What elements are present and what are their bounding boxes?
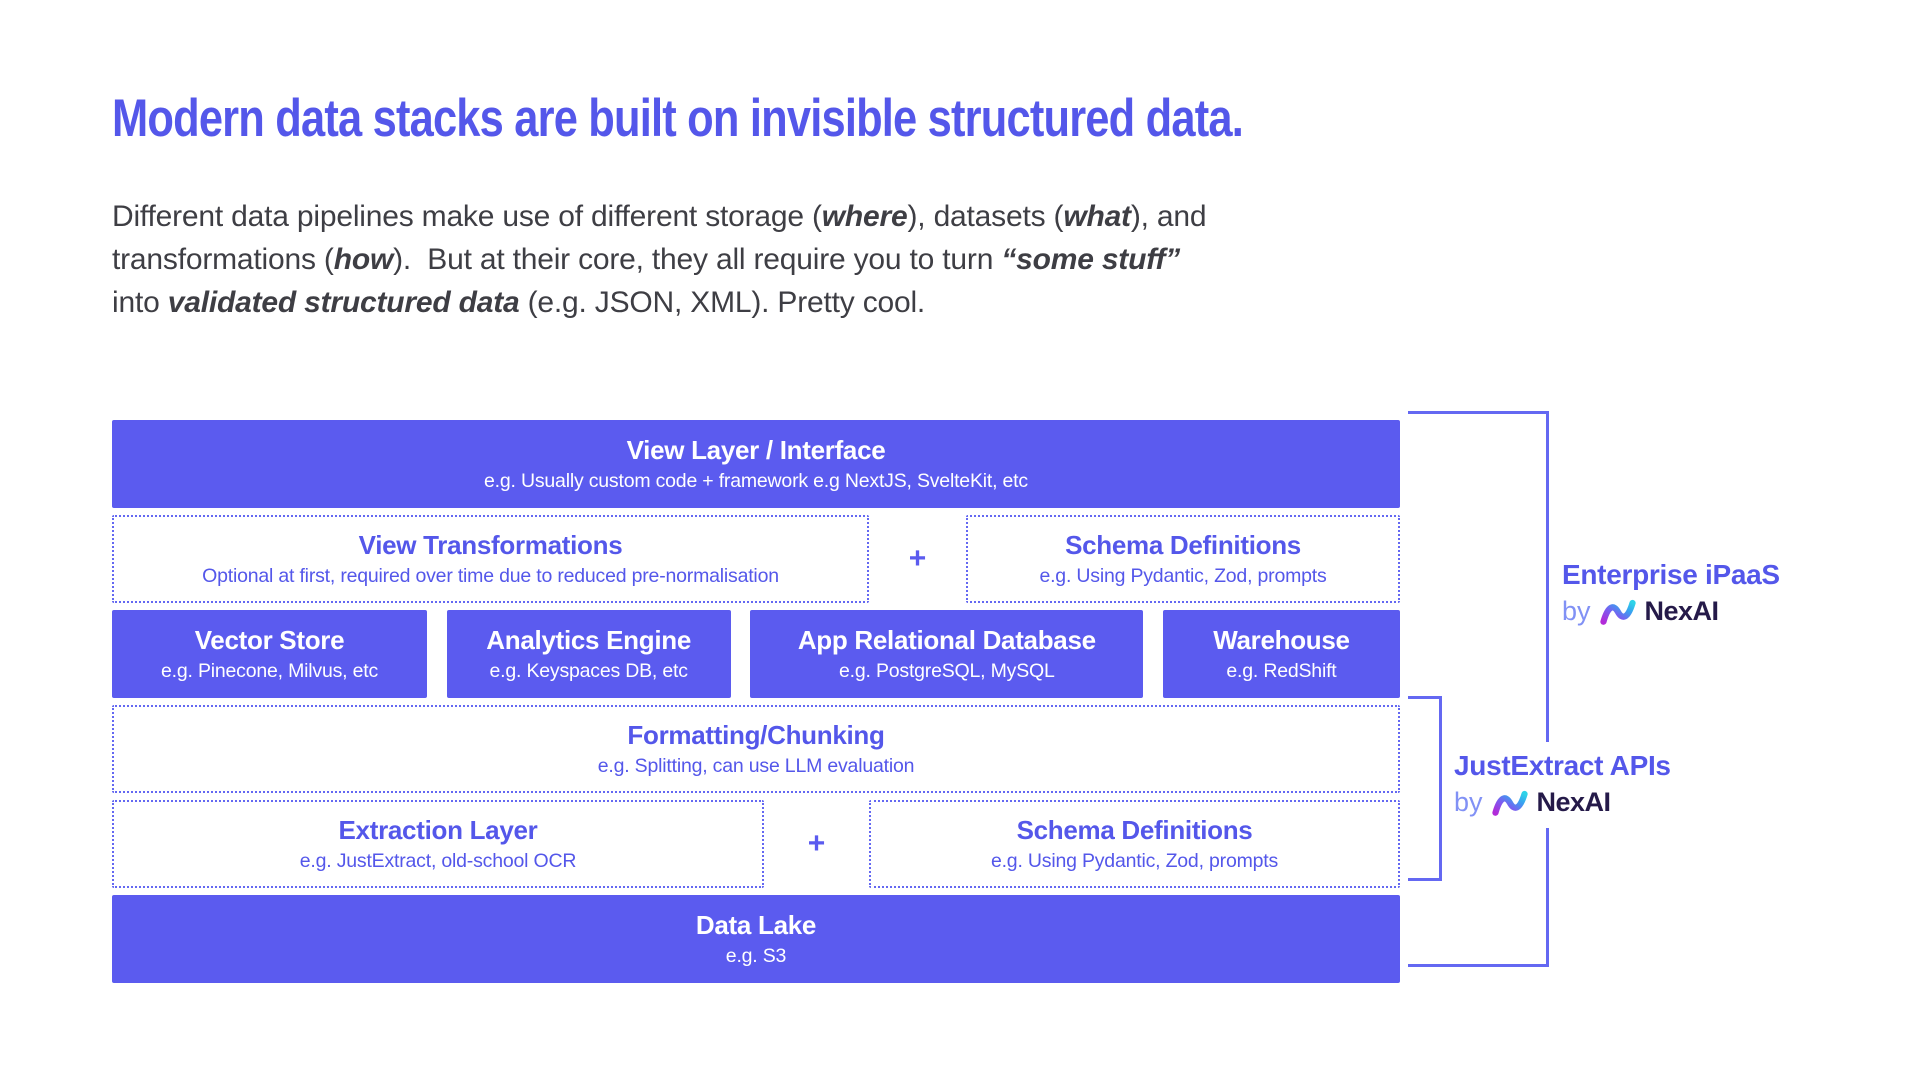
box-title: Extraction Layer xyxy=(338,815,538,845)
intro-emphasis-text: validated structured data xyxy=(167,286,520,319)
justextract-label: JustExtract APIs by NexAI xyxy=(1446,742,1685,828)
box-view-layer: View Layer / Interface e.g. Usually cust… xyxy=(112,420,1400,508)
box-subtitle: e.g. RedShift xyxy=(1226,660,1337,682)
row-view-layer: View Layer / Interface e.g. Usually cust… xyxy=(112,420,1400,508)
box-title: View Layer / Interface xyxy=(626,435,886,465)
box-schema-definitions-bottom: Schema Definitions e.g. Using Pydantic, … xyxy=(869,800,1400,888)
box-subtitle: e.g. JustExtract, old-school OCR xyxy=(299,850,577,872)
box-subtitle: e.g. Usually custom code + framework e.g… xyxy=(484,470,1028,492)
brand-text: NexAI xyxy=(1536,787,1612,817)
intro-text: Different data pipelines make use of dif… xyxy=(112,200,822,233)
intro-emphasis-text: how xyxy=(333,243,394,276)
box-app-relational-database: App Relational Database e.g. PostgreSQL,… xyxy=(750,610,1144,698)
box-title: Schema Definitions xyxy=(1065,530,1301,560)
nexai-logo-icon xyxy=(1599,599,1636,625)
enterprise-title: Enterprise iPaaS xyxy=(1562,559,1780,590)
plus-icon: + xyxy=(908,542,927,575)
intro-emphasis-text: “some stuff” xyxy=(1001,243,1181,276)
justextract-title: JustExtract APIs xyxy=(1454,750,1671,781)
nexai-logo-icon xyxy=(1491,790,1528,816)
enterprise-bracket xyxy=(1408,411,1549,967)
intro-text: ), and xyxy=(1130,200,1207,233)
box-subtitle: e.g. Using Pydantic, Zod, prompts xyxy=(1039,565,1327,587)
by-text: by xyxy=(1454,787,1483,817)
intro-text: ), datasets ( xyxy=(907,200,1064,233)
page-title-text: Modern data stacks are built on invisibl… xyxy=(112,89,1244,148)
box-title: Schema Definitions xyxy=(1016,815,1253,845)
enterprise-label: Enterprise iPaaS by NexAI xyxy=(1562,559,1780,627)
brand-text: NexAI xyxy=(1644,596,1720,626)
box-title: Analytics Engine xyxy=(486,625,691,655)
box-title: Formatting/Chunking xyxy=(627,720,885,750)
box-warehouse: Warehouse e.g. RedShift xyxy=(1162,610,1400,698)
row-view-transformations: View Transformations Optional at first, … xyxy=(112,515,1400,603)
page-title: Modern data stacks are built on invisibl… xyxy=(112,88,1491,149)
plus-separator-top: + xyxy=(869,515,966,603)
box-subtitle: e.g. Splitting, can use LLM evaluation xyxy=(597,755,915,777)
plus-separator-bottom: + xyxy=(764,800,869,888)
row-formatting-chunking: Formatting/Chunking e.g. Splitting, can … xyxy=(112,705,1400,793)
box-extraction-layer: Extraction Layer e.g. JustExtract, old-s… xyxy=(112,800,764,888)
box-title: Warehouse xyxy=(1213,625,1350,655)
by-text: by xyxy=(1562,596,1591,626)
row-storage-engines: Vector Store e.g. Pinecone, Milvus, etc … xyxy=(112,610,1400,698)
intro-text: ). But at their core, they all require y… xyxy=(393,243,1002,276)
intro-text: transformations ( xyxy=(112,243,334,276)
intro-text: into xyxy=(112,286,168,319)
box-subtitle: e.g. S3 xyxy=(725,945,787,967)
data-stack-diagram: View Layer / Interface e.g. Usually cust… xyxy=(112,420,1400,983)
box-analytics-engine: Analytics Engine e.g. Keyspaces DB, etc xyxy=(446,610,731,698)
enterprise-byline: by NexAI xyxy=(1562,596,1780,627)
box-subtitle: e.g. Using Pydantic, Zod, prompts xyxy=(990,850,1279,872)
box-title: Vector Store xyxy=(194,625,345,655)
box-subtitle: e.g. PostgreSQL, MySQL xyxy=(839,660,1055,682)
box-title: Data Lake xyxy=(695,910,817,940)
box-title: View Transformations xyxy=(358,530,623,560)
intro-emphasis-text: where xyxy=(821,200,908,233)
box-vector-store: Vector Store e.g. Pinecone, Milvus, etc xyxy=(112,610,427,698)
justextract-bracket xyxy=(1408,696,1442,881)
intro-paragraph: Different data pipelines make use of dif… xyxy=(112,195,1207,324)
box-schema-definitions-top: Schema Definitions e.g. Using Pydantic, … xyxy=(966,515,1400,603)
box-view-transformations: View Transformations Optional at first, … xyxy=(112,515,869,603)
box-data-lake: Data Lake e.g. S3 xyxy=(112,895,1400,983)
intro-text: (e.g. JSON, XML). Pretty cool. xyxy=(519,286,926,319)
box-formatting-chunking: Formatting/Chunking e.g. Splitting, can … xyxy=(112,705,1400,793)
row-extraction: Extraction Layer e.g. JustExtract, old-s… xyxy=(112,800,1400,888)
box-title: App Relational Database xyxy=(797,625,1096,655)
justextract-byline: by NexAI xyxy=(1454,787,1671,818)
plus-icon: + xyxy=(807,827,826,860)
box-subtitle: e.g. Pinecone, Milvus, etc xyxy=(161,660,378,682)
box-subtitle: Optional at first, required over time du… xyxy=(202,565,779,587)
intro-emphasis-text: what xyxy=(1063,200,1131,233)
box-subtitle: e.g. Keyspaces DB, etc xyxy=(489,660,688,682)
row-data-lake: Data Lake e.g. S3 xyxy=(112,895,1400,983)
